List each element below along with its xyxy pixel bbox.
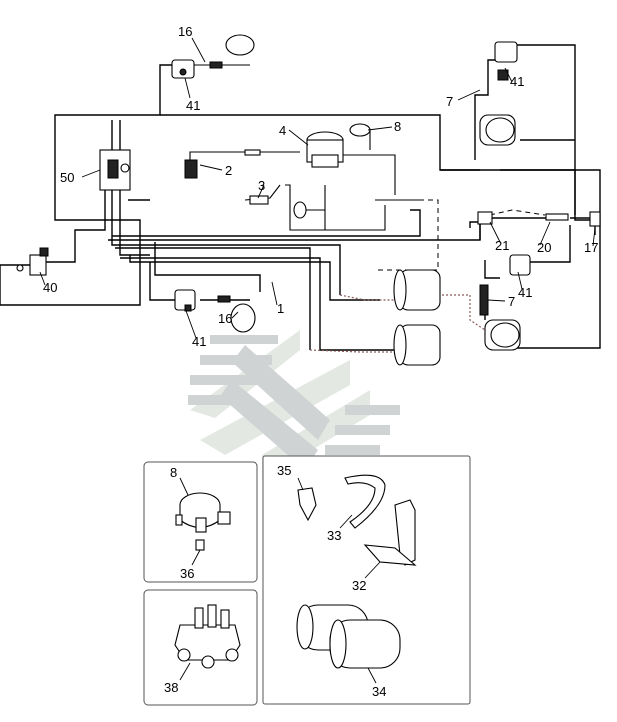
valve-40: [16, 247, 49, 276]
label-40: 40: [43, 280, 57, 295]
label-41-bottom: 41: [192, 334, 206, 349]
label-20: 20: [537, 240, 551, 255]
inset-label-36: 36: [180, 566, 194, 581]
governor-8: [349, 123, 371, 137]
label-17: 17: [584, 240, 598, 255]
air-tank-upper: [393, 269, 441, 311]
chamber-bottom-left: [174, 289, 256, 333]
compressor-4: [306, 131, 344, 168]
chamber-top-right: [479, 41, 518, 146]
inset-label-38: 38: [164, 680, 178, 695]
brake-chamber-top-left: [171, 34, 255, 79]
inset-label-8: 8: [170, 465, 177, 480]
label-8: 8: [394, 119, 401, 134]
part-labels: 16 41 4 8 7 41 50 2 3 40 21 20 17 41 7 1…: [43, 24, 598, 349]
watermark-logo: [188, 330, 400, 480]
label-50: 50: [60, 170, 74, 185]
inset-label-32: 32: [352, 578, 366, 593]
air-tank-lower: [393, 324, 441, 366]
drier-2: [184, 149, 261, 179]
label-41-top: 41: [186, 98, 200, 113]
inset-compressor-cover: 8 36: [143, 461, 258, 583]
chamber-bottom-right: [479, 254, 531, 351]
label-21: 21: [495, 238, 509, 253]
label-41-topright: 41: [510, 74, 524, 89]
inset-valve: 38: [143, 589, 258, 706]
inset-label-35: 35: [277, 463, 291, 478]
valve-3: [244, 184, 307, 219]
label-4: 4: [279, 123, 286, 138]
valve-21: [477, 211, 493, 225]
label-3: 3: [258, 178, 265, 193]
label-16-top: 16: [178, 24, 192, 39]
label-7-top: 7: [446, 94, 453, 109]
inset-tanks: 35 33 32 34: [262, 455, 471, 705]
label-2: 2: [225, 163, 232, 178]
fitting-20: [545, 213, 569, 221]
inset-label-34: 34: [372, 684, 386, 699]
label-1: 1: [277, 301, 284, 316]
inset-label-33: 33: [327, 528, 341, 543]
leader-lines: [39, 37, 596, 339]
label-16-bottom: 16: [218, 311, 232, 326]
junction-17: [589, 211, 601, 227]
valve-50: [99, 149, 131, 191]
label-7-right: 7: [508, 294, 515, 309]
label-41-right: 41: [518, 285, 532, 300]
